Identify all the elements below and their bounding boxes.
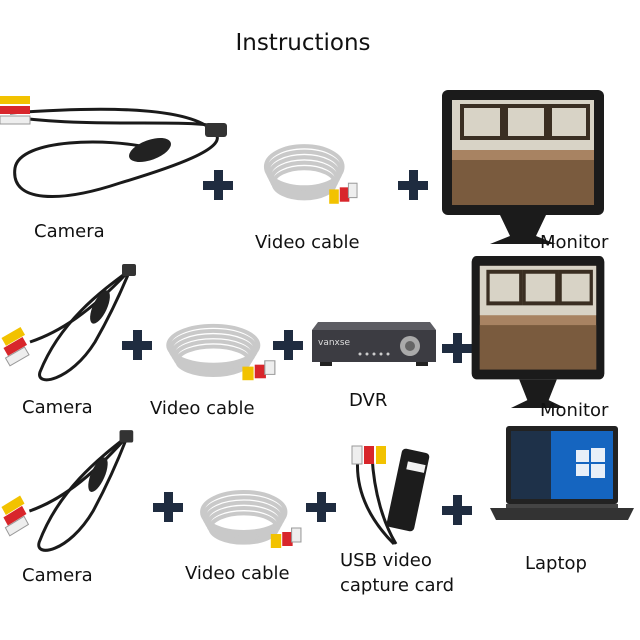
usb-label-line1: USB video xyxy=(340,550,432,571)
camera-label: Camera xyxy=(34,221,105,242)
plus-icon xyxy=(442,333,472,363)
video-cable-image xyxy=(262,138,358,212)
camera-label: Camera xyxy=(22,397,93,418)
svg-text:vanxse: vanxse xyxy=(318,338,351,348)
monitor-image xyxy=(470,254,606,412)
video-cable-image xyxy=(198,484,302,556)
usb-capture-card-image xyxy=(344,444,438,548)
laptop-image xyxy=(488,424,636,522)
monitor-label: Monitor xyxy=(540,400,609,421)
camera-image xyxy=(0,262,148,392)
monitor-label: Monitor xyxy=(540,232,609,253)
plus-icon xyxy=(442,495,472,525)
plus-icon xyxy=(153,492,183,522)
dvr-image: vanxse xyxy=(310,318,438,368)
video-cable-label: Video cable xyxy=(185,563,290,584)
plus-icon xyxy=(273,330,303,360)
plus-icon xyxy=(203,170,233,200)
laptop-label: Laptop xyxy=(525,553,587,574)
plus-icon xyxy=(306,492,336,522)
camera-image xyxy=(0,88,235,223)
video-cable-label: Video cable xyxy=(150,398,255,419)
video-cable-image xyxy=(164,318,276,388)
monitor-image xyxy=(440,88,606,248)
dvr-label: DVR xyxy=(349,390,388,411)
camera-image xyxy=(0,428,145,563)
plus-icon xyxy=(398,170,428,200)
page-title: Instructions xyxy=(235,30,371,56)
usb-label-line2: capture card xyxy=(340,575,455,596)
video-cable-label: Video cable xyxy=(255,232,360,253)
plus-icon xyxy=(122,330,152,360)
camera-label: Camera xyxy=(22,565,93,586)
